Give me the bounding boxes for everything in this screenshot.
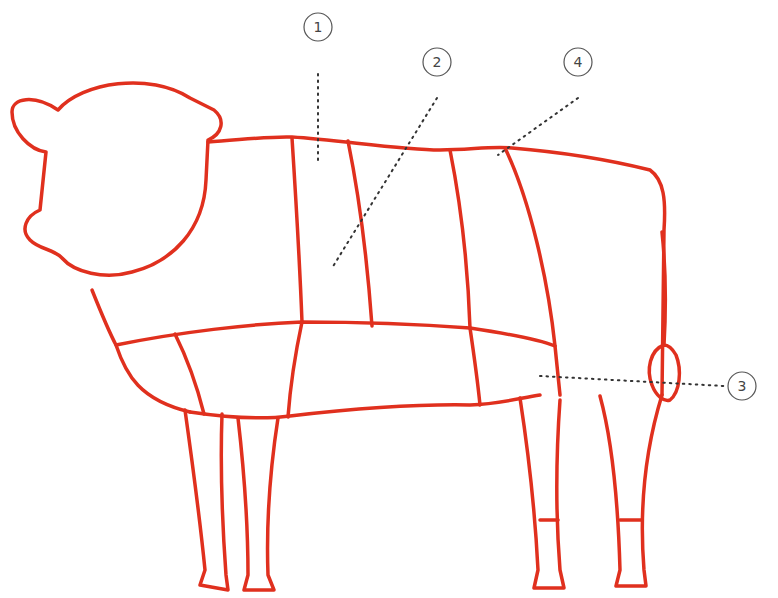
cut-line (116, 322, 555, 346)
cut-line (175, 334, 204, 414)
callout-ring (304, 13, 332, 41)
leader-line (498, 98, 578, 155)
cow-leg (520, 398, 564, 588)
cut-line (470, 328, 480, 405)
callout-number: 3 (727, 371, 757, 401)
cut-line (505, 148, 560, 395)
callout-number: 4 (563, 47, 593, 77)
leader-line (332, 98, 437, 268)
cow-leg (238, 418, 278, 590)
cow-tail (662, 232, 665, 345)
callout-circle: 2 (422, 47, 452, 77)
callout-number: 2 (422, 47, 452, 77)
cow-neck (92, 290, 190, 412)
callout-circle: 1 (303, 12, 333, 42)
cut-line (288, 322, 302, 417)
callout-circle: 3 (727, 371, 757, 401)
callout-circle: 4 (563, 47, 593, 77)
callout-number: 1 (303, 12, 333, 42)
leader-line (317, 74, 319, 165)
cow-leg-joint (540, 518, 642, 522)
leader-lines (318, 74, 724, 386)
callout-ring (564, 48, 592, 76)
callout-ring (728, 372, 756, 400)
cut-line (348, 141, 372, 326)
cow-back (208, 137, 665, 395)
tail-tuft (649, 345, 679, 400)
cow-leg (600, 395, 662, 586)
cow-outline (12, 83, 679, 590)
cut-line (450, 150, 470, 328)
cut-line (292, 138, 302, 322)
callout-ring (423, 48, 451, 76)
cow-belly (190, 395, 540, 418)
cow-head (12, 83, 221, 275)
cow-leg (185, 410, 228, 590)
leader-line (540, 376, 724, 386)
